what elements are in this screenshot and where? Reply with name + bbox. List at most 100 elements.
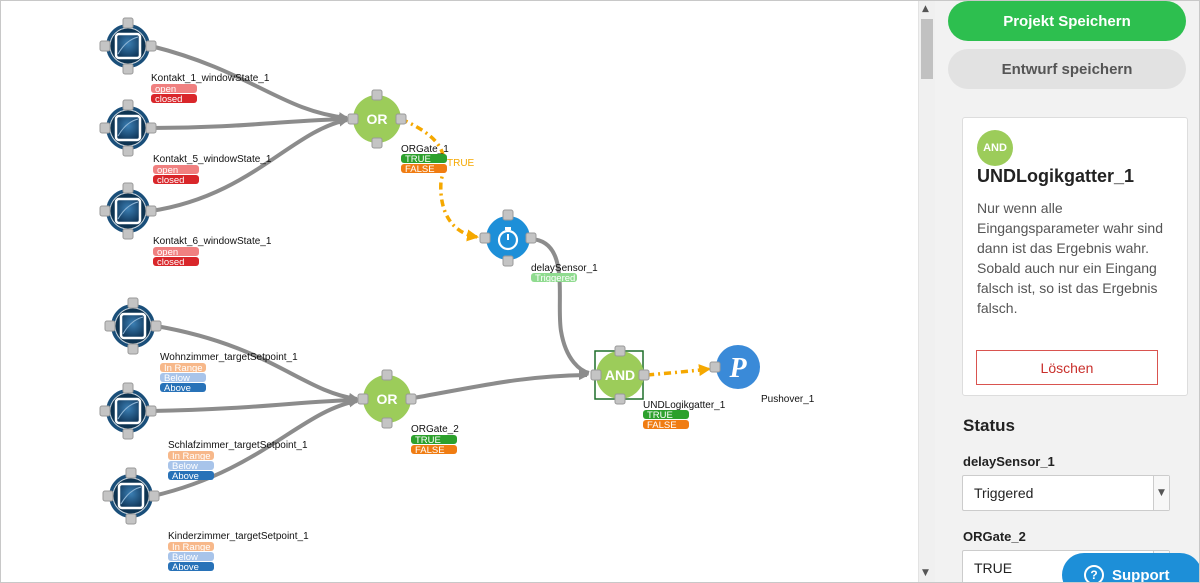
sensor-node[interactable] — [104, 297, 162, 355]
status-label-or-gate-2: ORGate_2 — [963, 529, 1026, 544]
save-draft-button[interactable]: Entwurf speichern — [948, 49, 1186, 89]
and-gate-badge: AND — [977, 130, 1013, 166]
or-gate-1-label: ORGate_1 — [401, 144, 449, 155]
status-select-delay-sensor[interactable]: Triggered ▼ — [962, 475, 1170, 511]
edge-sensor5-or2 — [150, 395, 359, 413]
stopwatch-icon — [497, 227, 519, 251]
and-gate-state-true: TRUE — [647, 410, 673, 421]
sensor-node[interactable] — [102, 467, 160, 525]
sensor-state-badge — [153, 247, 199, 256]
or-gate-1-state-true: TRUE — [405, 154, 431, 165]
sensor-state-text: In Range — [164, 363, 203, 374]
sensor-label: Kontakt_6_windowState_1 — [153, 236, 272, 247]
or-gate-2-label: ORGate_2 — [411, 424, 459, 435]
edge-sensor4-or2 — [155, 324, 359, 403]
sensor-label: Kinderzimmer_targetSetpoint_1 — [168, 531, 309, 542]
and-gate-text: AND — [605, 367, 635, 383]
delay-sensor-label: delaySensor_1 — [531, 263, 598, 274]
sensor-state-badge — [168, 471, 214, 480]
sensor-state-text: In Range — [172, 542, 211, 553]
edge-label-true: TRUE — [447, 158, 475, 169]
or-gate-1[interactable]: OR — [347, 89, 407, 149]
edge-delay-and — [530, 237, 590, 375]
delay-sensor-states: Triggered — [531, 273, 577, 284]
sensor-state-badge — [168, 562, 214, 571]
sensor-label: Wohnzimmer_targetSetpoint_1 — [160, 352, 298, 363]
and-gate[interactable]: AND — [590, 345, 650, 405]
support-button[interactable]: ? Support — [1062, 553, 1199, 583]
or-gate-2-text: OR — [377, 391, 398, 407]
sensor-label: Schlafzimmer_targetSetpoint_1 — [168, 440, 308, 451]
sensor-state-text: open — [155, 84, 176, 95]
question-icon: ? — [1084, 565, 1104, 582]
sensor-state-text: open — [157, 165, 178, 176]
canvas-scrollbar[interactable]: ▲ ▼ — [918, 1, 935, 582]
status-heading: Status — [963, 416, 1015, 435]
or-gate-2[interactable]: OR — [357, 369, 417, 429]
pushover-icon: P — [728, 353, 747, 384]
edge-sensor6-or2 — [152, 397, 359, 498]
and-gate-state-false: FALSE — [647, 420, 677, 431]
save-project-button[interactable]: Projekt Speichern — [948, 1, 1186, 41]
or-gate-2-state-false: FALSE — [415, 445, 445, 456]
sensor-state-text: Above — [172, 562, 199, 573]
edge-or2-and — [407, 370, 589, 401]
edge-sensor2-or1 — [150, 114, 349, 130]
delay-sensor[interactable] — [479, 209, 537, 267]
sensor-state-text: open — [157, 247, 178, 258]
edge-or1-delay — [400, 117, 479, 242]
sensor-nodes: Kontakt_1_windowState_1openclosedKontakt… — [99, 17, 309, 573]
sensor-state-text: Below — [164, 373, 190, 384]
sensor-state-text: In Range — [172, 451, 211, 462]
delay-sensor-state-triggered: Triggered — [535, 273, 575, 284]
sensor-state-text: Below — [172, 461, 198, 472]
pushover-node[interactable]: P — [709, 345, 760, 389]
support-label: Support — [1112, 566, 1170, 583]
edge-sensor3-or1 — [150, 116, 349, 213]
sensor-state-badge — [160, 383, 206, 392]
chevron-down-icon[interactable]: ▼ — [1153, 476, 1169, 510]
sensor-node[interactable] — [99, 182, 157, 240]
or-gate-1-text: OR — [367, 111, 388, 127]
status-label-delay-sensor: delaySensor_1 — [963, 454, 1055, 469]
sensor-state-badge — [168, 461, 214, 470]
node-info-card: AND UNDLogikgatter_1 Nur wenn alle Einga… — [962, 117, 1188, 396]
sensor-state-badge — [160, 373, 206, 382]
sensor-state-badge — [168, 552, 214, 561]
sensor-state-text: Below — [172, 552, 198, 563]
sensor-node[interactable] — [99, 17, 157, 75]
scroll-up-icon[interactable]: ▲ — [922, 4, 929, 14]
edges — [150, 44, 711, 498]
status-value-delay-sensor: Triggered — [974, 485, 1034, 501]
scroll-down-icon[interactable]: ▼ — [922, 568, 929, 578]
sensor-state-badge — [168, 542, 214, 551]
sensor-node[interactable] — [99, 382, 157, 440]
sensor-state-text: Above — [164, 383, 191, 394]
and-gate-label: UNDLogikgatter_1 — [643, 400, 726, 411]
side-panel: Projekt Speichern Entwurf speichern AND … — [935, 1, 1199, 582]
edge-and-pushover — [646, 364, 711, 377]
node-title: UNDLogikgatter_1 — [977, 166, 1135, 186]
sensor-state-badge — [153, 165, 199, 174]
sensor-state-badge — [151, 94, 197, 103]
node-description: Nur wenn alle Eingangsparameter wahr sin… — [977, 200, 1163, 316]
or-gate-1-states: TRUE FALSE — [401, 154, 447, 175]
sensor-state-badge — [153, 257, 199, 266]
sensor-state-badge — [160, 363, 206, 372]
sensor-label: Kontakt_1_windowState_1 — [151, 73, 270, 84]
and-gate-states: TRUE FALSE — [643, 410, 689, 431]
or-gate-2-state-true: TRUE — [415, 435, 441, 446]
sensor-node[interactable] — [99, 99, 157, 157]
sensor-label: Kontakt_5_windowState_1 — [153, 154, 272, 165]
edge-sensor1-or1 — [150, 44, 349, 123]
delete-node-button[interactable]: Löschen — [976, 350, 1158, 385]
pushover-label: Pushover_1 — [761, 394, 815, 405]
sensor-state-text: closed — [155, 94, 182, 105]
status-value-or-gate-2: TRUE — [974, 560, 1013, 576]
sensor-state-badge — [168, 451, 214, 460]
sensor-state-badge — [151, 84, 197, 93]
scroll-thumb[interactable] — [921, 19, 933, 79]
sensor-state-text: Above — [172, 471, 199, 482]
